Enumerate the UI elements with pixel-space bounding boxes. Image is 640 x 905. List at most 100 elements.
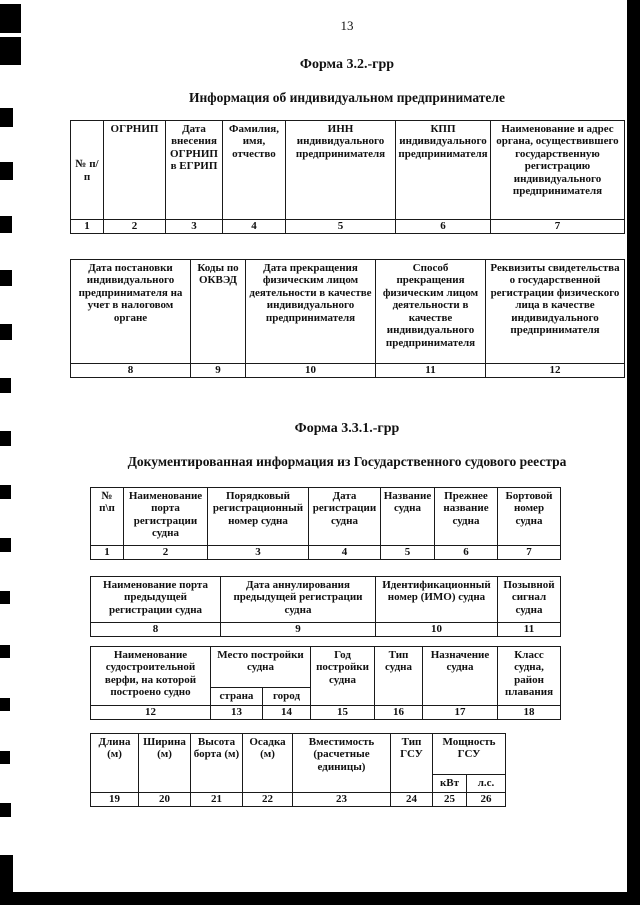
scan-artifact bbox=[0, 751, 10, 764]
header-cell: Ширина (м) bbox=[138, 733, 191, 793]
header-cell: Дата регистрации судна bbox=[308, 487, 381, 546]
table-ship-dimensions: Длина (м) Ширина (м) Высота борта (м) Ос… bbox=[90, 733, 507, 807]
header-cell: Место постройки судна bbox=[209, 646, 312, 688]
scan-artifact bbox=[0, 698, 10, 711]
table-ship-construction: Наименование судостроительной верфи, на … bbox=[90, 646, 562, 720]
column-number-cell: 13 bbox=[210, 705, 263, 720]
scan-artifact bbox=[0, 4, 21, 33]
column-number-cell: 20 bbox=[138, 792, 191, 807]
column-number-cell: 4 bbox=[308, 545, 381, 560]
header-cell: Коды по ОКВЭД bbox=[190, 259, 246, 364]
header-cell: Дата внесения ОГРНИП в ЕГРИП bbox=[165, 120, 223, 220]
subheader-cell: страна bbox=[210, 687, 263, 706]
header-cell: Дата прекращения физическим лицом деятел… bbox=[245, 259, 376, 364]
subheader-cell: л.с. bbox=[465, 774, 507, 793]
header-cell: Вместимость (расчетные единицы) bbox=[292, 733, 391, 793]
header-cell: Прежнее название судна bbox=[434, 487, 498, 546]
header-cell: № п\п bbox=[90, 487, 124, 546]
column-number-cell: 11 bbox=[497, 622, 561, 637]
column-number-cell: 2 bbox=[123, 545, 208, 560]
scan-artifact bbox=[0, 645, 10, 658]
header-cell: Наименование порта регистрации судна bbox=[123, 487, 208, 546]
header-cell: КПП индивидуального предпринимателя bbox=[395, 120, 491, 220]
column-number-cell: 5 bbox=[285, 219, 396, 234]
header-cell: Дата постановки индивидуального предприн… bbox=[70, 259, 191, 364]
table-ship-main: № п\п Наименование порта регистрации суд… bbox=[90, 487, 561, 560]
form-32-title: Информация об индивидуальном предпринима… bbox=[189, 90, 505, 105]
header-cell: Мощность ГСУ bbox=[431, 733, 507, 775]
subheader-cell: город bbox=[261, 687, 312, 706]
column-number-cell: 10 bbox=[245, 363, 376, 378]
header-cell: Идентификационный номер (ИМО) судна bbox=[375, 576, 498, 623]
scan-artifact-right-edge bbox=[627, 0, 640, 905]
header-cell: Позывной сигнал судна bbox=[497, 576, 561, 623]
header-cell: № п/п bbox=[70, 120, 104, 220]
header-cell: Год постройки судна bbox=[310, 646, 376, 706]
column-number-cell: 3 bbox=[165, 219, 223, 234]
form-331-title: Документированная информация из Государс… bbox=[127, 454, 567, 469]
header-cell: Класс судна, район плавания bbox=[497, 646, 562, 706]
table-ship-previous-registration: Наименование порта предыдущей регистраци… bbox=[90, 576, 561, 637]
column-number-cell: 21 bbox=[190, 792, 243, 807]
scan-artifact bbox=[0, 216, 12, 233]
header-cell: Высота борта (м) bbox=[190, 733, 243, 793]
header-cell: Наименование судостроительной верфи, на … bbox=[90, 646, 211, 706]
header-cell: Длина (м) bbox=[90, 733, 139, 793]
column-number-cell: 24 bbox=[390, 792, 433, 807]
header-cell: Тип судна bbox=[374, 646, 424, 706]
column-number-cell: 5 bbox=[380, 545, 435, 560]
header-cell: Назначение судна bbox=[422, 646, 499, 706]
column-number-cell: 4 bbox=[222, 219, 286, 234]
column-number-cell: 7 bbox=[490, 219, 625, 234]
header-cell: Порядковый регистрационный номер судна bbox=[207, 487, 309, 546]
column-number-cell: 6 bbox=[434, 545, 498, 560]
header-cell: Наименование порта предыдущей регистраци… bbox=[90, 576, 221, 623]
header-cell: Реквизиты свидетельства о государственно… bbox=[485, 259, 625, 364]
scan-artifact bbox=[0, 485, 11, 499]
header-cell: Осадка (м) bbox=[242, 733, 293, 793]
column-number-cell: 9 bbox=[220, 622, 376, 637]
scan-artifact bbox=[0, 270, 12, 286]
scan-artifact-bottom-edge bbox=[0, 892, 640, 905]
header-cell: Название судна bbox=[380, 487, 435, 546]
column-number-cell: 25 bbox=[432, 792, 467, 807]
column-number-cell: 19 bbox=[90, 792, 139, 807]
page-number: 13 bbox=[340, 18, 354, 33]
column-number-cell: 6 bbox=[395, 219, 491, 234]
scan-artifact bbox=[0, 324, 12, 340]
column-number-cell: 7 bbox=[497, 545, 561, 560]
column-number-cell: 10 bbox=[375, 622, 498, 637]
column-number-cell: 3 bbox=[207, 545, 309, 560]
column-number-cell: 26 bbox=[465, 792, 507, 807]
header-cell: Тип ГСУ bbox=[390, 733, 433, 793]
scan-artifact bbox=[0, 538, 11, 552]
header-cell: Дата аннулирования предыдущей регистраци… bbox=[220, 576, 376, 623]
scan-artifact bbox=[0, 108, 13, 127]
header-cell: Фамилия, имя, отчество bbox=[222, 120, 286, 220]
column-number-cell: 22 bbox=[242, 792, 293, 807]
column-number-cell: 8 bbox=[90, 622, 221, 637]
column-number-cell: 1 bbox=[90, 545, 124, 560]
header-cell: Способ прекращения физическим лицом деят… bbox=[375, 259, 486, 364]
column-number-cell: 23 bbox=[292, 792, 391, 807]
column-number-cell: 16 bbox=[374, 705, 424, 720]
column-number-cell: 8 bbox=[70, 363, 191, 378]
column-number-cell: 1 bbox=[70, 219, 104, 234]
scan-artifact bbox=[0, 803, 11, 817]
column-number-cell: 18 bbox=[497, 705, 562, 720]
scan-artifact bbox=[0, 855, 13, 892]
scan-artifact bbox=[0, 591, 10, 604]
scan-artifact bbox=[0, 378, 11, 393]
scan-artifact bbox=[0, 37, 21, 65]
column-number-cell: 2 bbox=[103, 219, 166, 234]
column-number-cell: 9 bbox=[190, 363, 246, 378]
header-cell: ОГРНИП bbox=[103, 120, 166, 220]
table-entrepreneur-main: № п/п ОГРНИП Дата внесения ОГРНИП в ЕГРИ… bbox=[70, 120, 625, 234]
subheader-cell: кВт bbox=[432, 774, 467, 793]
header-cell: Бортовой номер судна bbox=[497, 487, 561, 546]
header-cell: Наименование и адрес органа, осуществивш… bbox=[490, 120, 625, 220]
scan-artifact bbox=[0, 162, 13, 180]
form-331-label: Форма 3.3.1.-грр bbox=[294, 421, 400, 436]
scan-artifact bbox=[0, 431, 11, 446]
